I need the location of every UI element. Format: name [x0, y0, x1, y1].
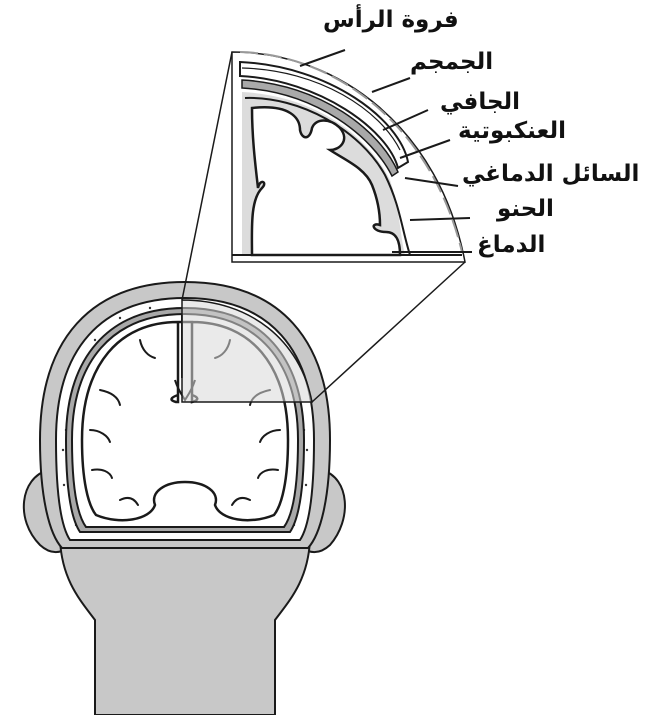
inset-panel	[232, 52, 465, 262]
label-scalp: فروة الرأس	[323, 9, 459, 32]
label-csf: السائل الدماغي	[462, 163, 639, 186]
label-brain: الدماغ	[477, 234, 545, 257]
skull-leader	[372, 78, 410, 92]
label-arachnoid: العنكبوتية	[458, 120, 566, 143]
label-pia: الحنو	[497, 198, 554, 221]
head-silhouette	[24, 282, 345, 715]
scalp-leader	[300, 50, 345, 66]
label-skull: الجمجم	[410, 51, 493, 74]
neck	[60, 540, 310, 715]
label-dura: الجافي	[440, 91, 520, 114]
